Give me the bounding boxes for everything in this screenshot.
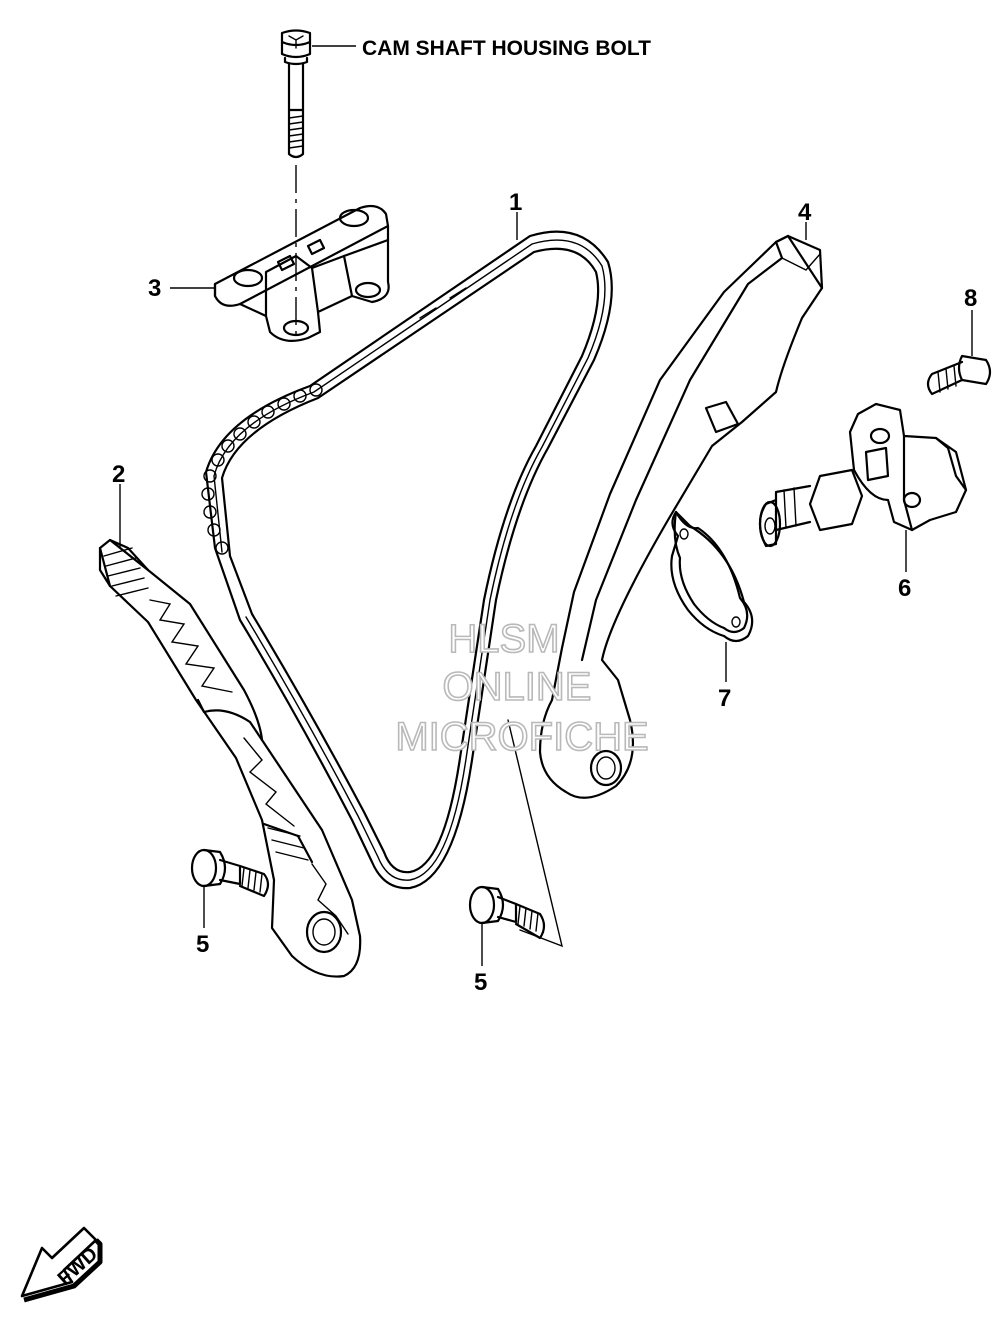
chain-guide <box>538 234 824 799</box>
watermark: HLSM ONLINE MICROFICHE <box>395 616 650 760</box>
housing-bolt-callout: CAM SHAFT HOUSING BOLT <box>362 37 651 60</box>
part-1-callout: 1 <box>509 189 522 216</box>
watermark-line-1: HLSM <box>448 617 559 661</box>
chain-tensioner-adjuster <box>758 402 968 548</box>
part-7-callout: 7 <box>718 685 731 712</box>
cam-shaft-housing-bolt <box>280 29 312 159</box>
guide-bolt-right <box>468 885 546 940</box>
part-2-callout: 2 <box>112 461 125 488</box>
guide-bolt-left <box>190 848 270 898</box>
tensioner-gasket <box>670 510 754 643</box>
watermark-line-2: ONLINE <box>443 665 592 709</box>
bolt-assembly-lines <box>507 719 563 948</box>
chain-rollers <box>201 383 323 555</box>
chain-tensioner-guide <box>98 538 362 978</box>
fwd-arrow-icon: FWD <box>20 1226 103 1303</box>
watermark-line-3: MICROFICHE <box>395 715 648 759</box>
part-5a-callout: 5 <box>196 931 209 958</box>
part-8-callout: 8 <box>964 285 977 312</box>
part-6-callout: 6 <box>898 575 911 602</box>
tensioner-bolt <box>926 354 992 396</box>
part-3-callout: 3 <box>148 275 161 302</box>
camshaft-housing <box>213 204 390 343</box>
part-5b-callout: 5 <box>474 969 487 996</box>
cam-chain <box>201 230 613 890</box>
part-4-callout: 4 <box>798 199 812 226</box>
